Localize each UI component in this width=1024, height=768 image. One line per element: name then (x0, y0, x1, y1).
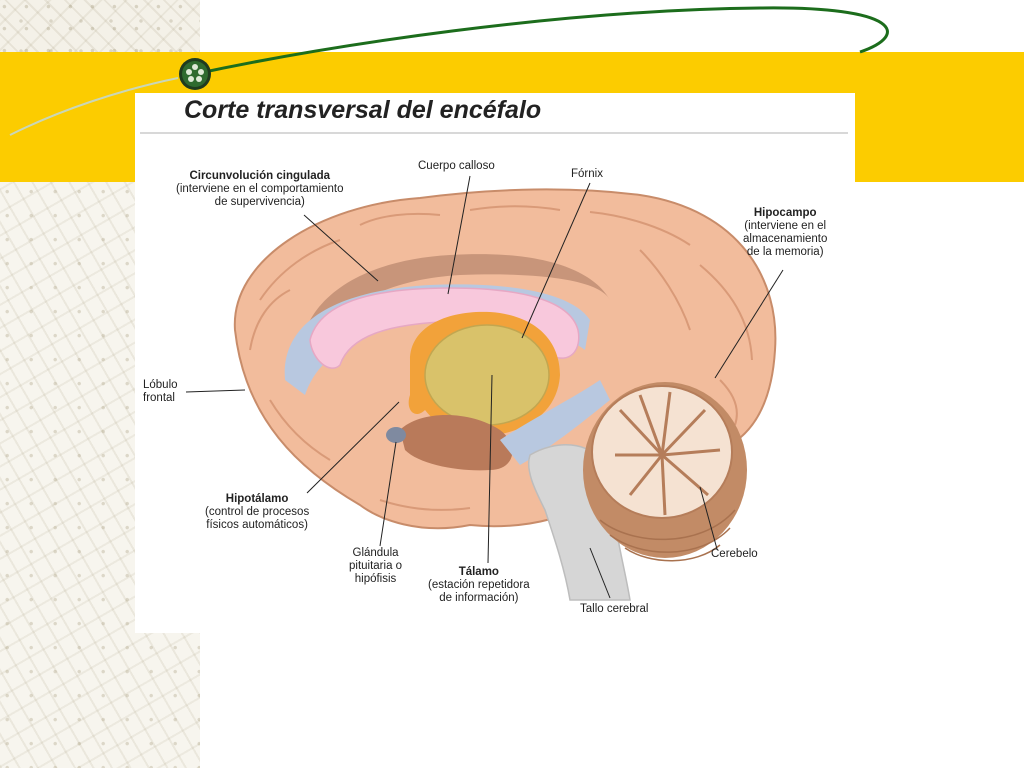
cerebellum (583, 382, 747, 562)
label-cuerpo-calloso: Cuerpo calloso (418, 160, 495, 172)
label-title: Circunvolución cingulada (189, 170, 331, 182)
pituitary-gland (386, 427, 406, 443)
label-glandula-pituitaria: Glándula pituitaria o hipófisis (349, 547, 403, 585)
bullet-icon (179, 58, 211, 90)
brain-gyri (249, 205, 753, 511)
label-hipocampo: Hipocampo (interviene en el almacenamien… (743, 207, 828, 258)
page-title: Corte transversal del encéfalo (184, 96, 542, 124)
label-desc: de supervivencia) (214, 196, 305, 208)
label-tallo-cerebral: Tallo cerebral (580, 603, 649, 615)
label-talamo: Tálamo (estación repetidora de informaci… (428, 566, 530, 604)
lower-ventricle (500, 380, 610, 465)
label-hipotalamo: Hipotálamo (control de procesos físicos … (205, 493, 310, 531)
label-cerebelo: Cerebelo (711, 548, 758, 560)
label-circunvolucion-cingulada: Circunvolución cingulada (interviene en … (176, 170, 343, 209)
title-divider (140, 132, 848, 134)
label-lobulo-frontal: Lóbulo frontal (143, 379, 178, 404)
hypothalamus (400, 415, 513, 471)
label-fornix: Fórnix (571, 168, 603, 180)
label-desc: (interviene en el comportamiento (176, 183, 344, 195)
